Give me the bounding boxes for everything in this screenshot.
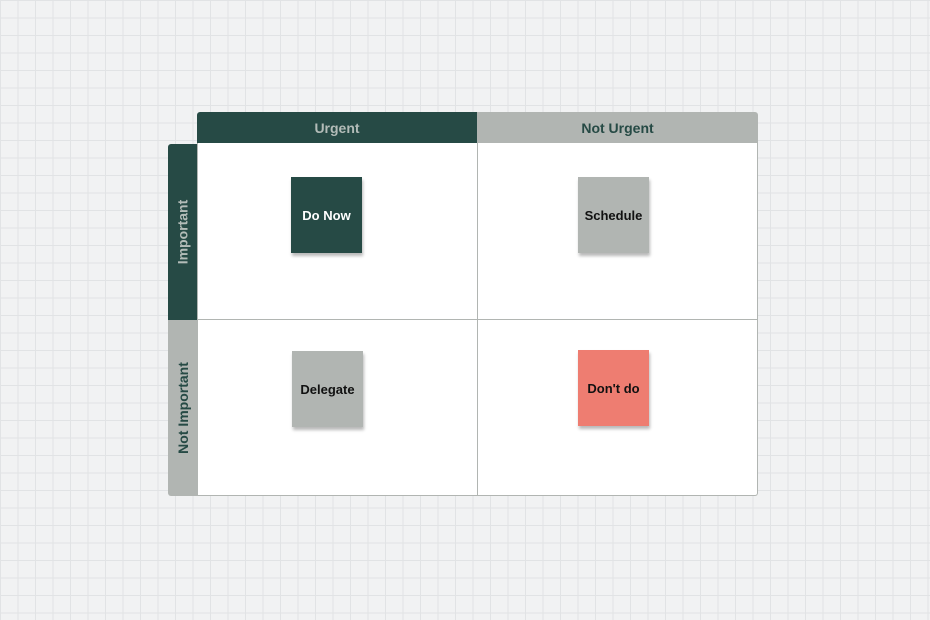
row-header-not-important[interactable]: Not Important	[168, 320, 197, 496]
column-header-urgent-label: Urgent	[314, 119, 360, 136]
column-header-urgent[interactable]: Urgent	[197, 112, 477, 143]
sticky-note-do-now-text: Do Now	[302, 207, 351, 223]
sticky-note-delegate[interactable]: Delegate	[292, 351, 363, 427]
column-header-not-urgent[interactable]: Not Urgent	[477, 112, 758, 143]
row-header-important-label: Important	[174, 199, 191, 265]
matrix-grid	[197, 143, 758, 496]
row-header-important[interactable]: Important	[168, 144, 197, 320]
sticky-note-do-now[interactable]: Do Now	[291, 177, 362, 253]
row-header-not-important-label: Not Important	[174, 362, 191, 454]
sticky-note-delegate-text: Delegate	[300, 381, 355, 397]
sticky-note-dont-do[interactable]: Don't do	[578, 350, 649, 426]
sticky-note-dont-do-text: Don't do	[587, 380, 640, 396]
sticky-note-schedule-text: Schedule	[584, 207, 643, 223]
column-header-not-urgent-label: Not Urgent	[581, 119, 654, 136]
sticky-note-schedule[interactable]: Schedule	[578, 177, 649, 253]
grid-divider-horizontal	[198, 319, 757, 320]
